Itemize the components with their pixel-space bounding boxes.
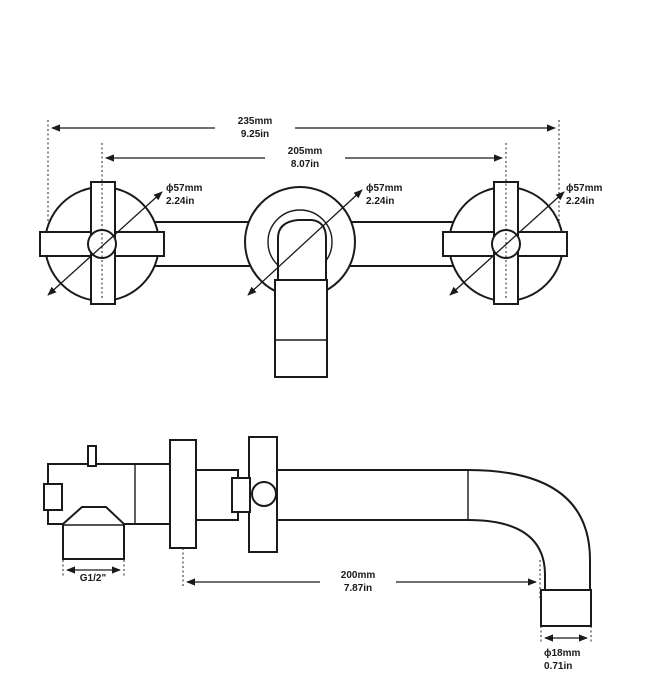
front-view: 235mm 9.25in 205mm 8.07in ϕ57mm 2.24in ϕ… [39,116,603,378]
spout-front-lower [274,279,328,378]
right-diameter-mm: ϕ57mm [566,183,603,194]
valve-top-pin [87,445,97,467]
reach-mm: 200mm [341,570,376,581]
thread-size-label: G1/2" [80,573,107,584]
valve-flange [169,439,197,549]
spout-outlet-tip [540,589,592,627]
inlet-connector [62,506,125,560]
center-distance-in: 8.07in [291,159,319,170]
valve-cartridge-ring [231,477,251,513]
outlet-diameter-in: 0.71in [544,661,572,672]
outlet-diameter-mm: ϕ18mm [544,648,581,659]
right-cross-handle [442,181,568,305]
valve-body-side-port [43,483,63,511]
center-diameter-leader [247,189,363,296]
left-diameter-leader [47,191,163,296]
left-diameter-in: 2.24in [166,196,194,207]
spout-knob [251,481,277,507]
overall-width-in: 9.25in [241,129,269,140]
left-connecting-pipe [149,221,261,267]
overall-width-mm: 235mm [238,116,273,127]
center-diameter-in: 2.24in [366,196,394,207]
side-view: G1/2" 200mm 7.87in ϕ18mm 0.71in [43,436,592,672]
right-diameter-leader [449,191,565,296]
reach-in: 7.87in [344,583,372,594]
valve-body [47,463,189,525]
center-diameter-mm: ϕ57mm [366,183,403,194]
right-diameter-in: 2.24in [566,196,594,207]
left-diameter-mm: ϕ57mm [166,183,203,194]
center-distance-mm: 205mm [288,146,323,157]
spout-tube [275,469,591,593]
